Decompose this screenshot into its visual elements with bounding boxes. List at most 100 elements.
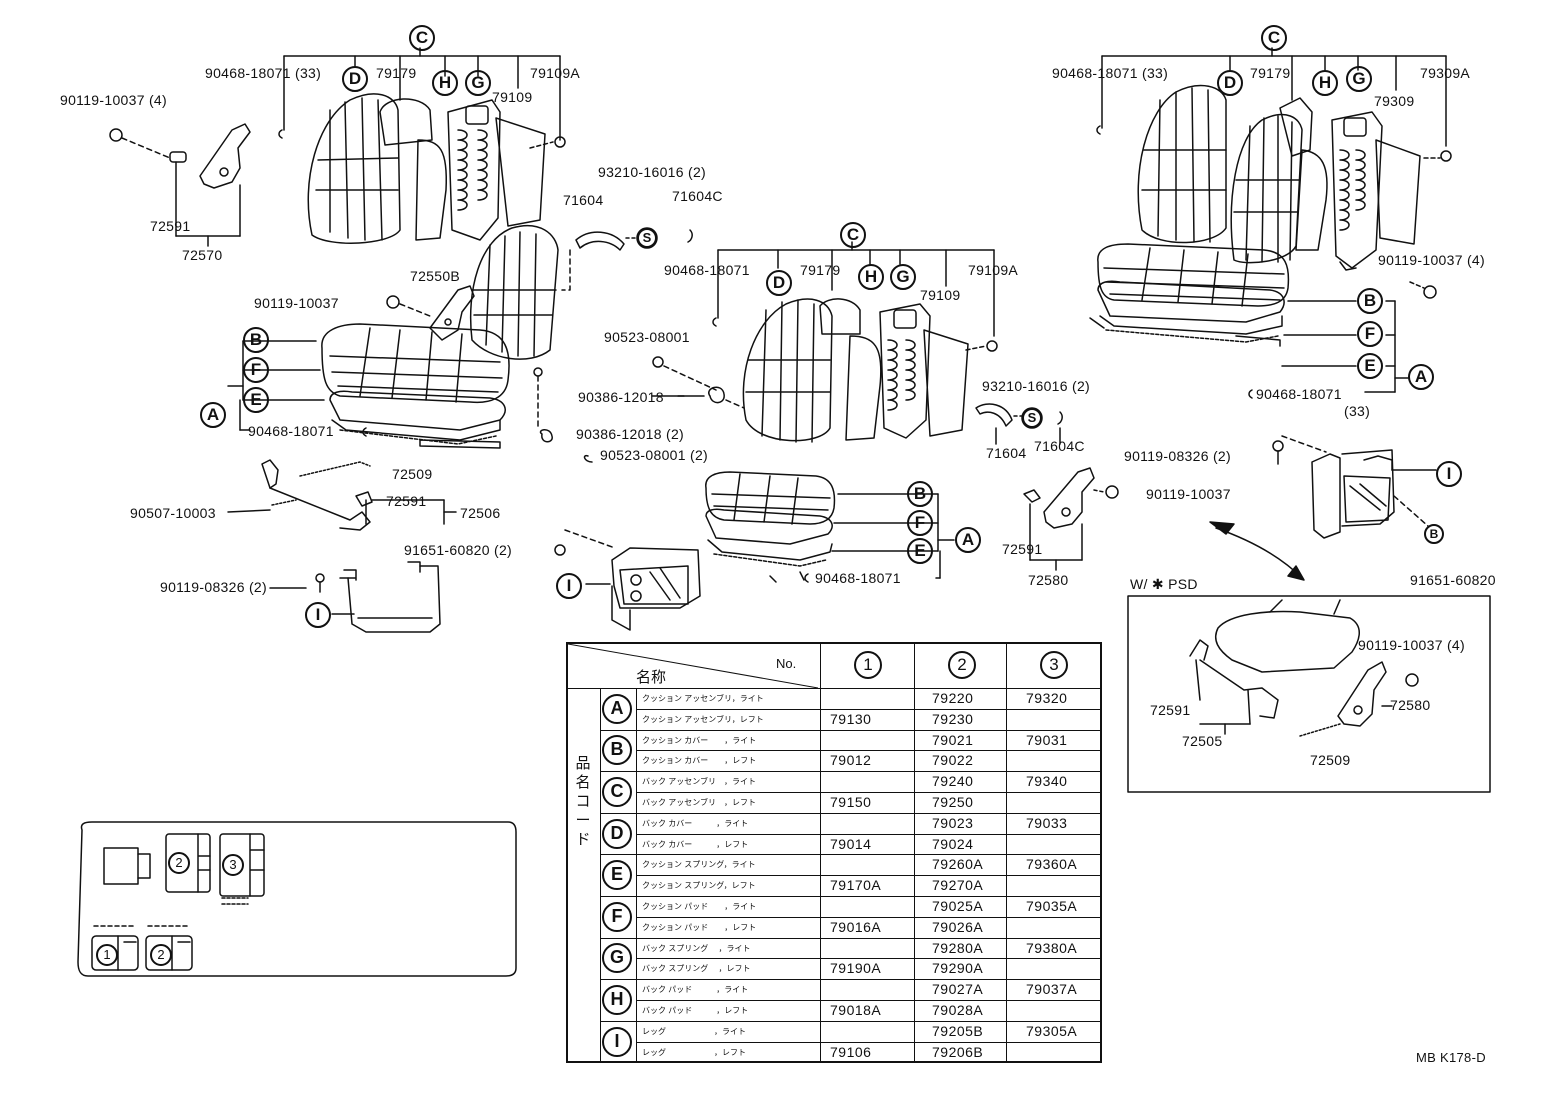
row-code-c2: 79021: [932, 731, 974, 748]
row-code-c2: 79270A: [932, 877, 984, 894]
part-number: 90386-12018: [578, 389, 664, 405]
callout-b: B: [243, 327, 269, 353]
row-part-name: バック カバー ，レフト: [642, 839, 749, 849]
drawing-code: MB K178-D: [1416, 1050, 1486, 1065]
part-number: 72550B: [410, 268, 461, 284]
row-code-c3: 79305A: [1026, 1022, 1078, 1039]
row-part-name: クッション スプリング，レフト: [642, 881, 756, 891]
callout-f: F: [1357, 321, 1383, 347]
legend-number: 3: [222, 854, 244, 876]
part-number: 72591: [386, 493, 427, 509]
row-code-c2: 79260A: [932, 856, 984, 873]
callout-g: G: [890, 264, 916, 290]
callout-c: C: [1261, 25, 1287, 51]
part-number: 71604: [986, 445, 1027, 461]
row-part-name: レッグ ，ライト: [642, 1026, 746, 1036]
left-back-bracket: [283, 47, 561, 141]
legend-number: 2: [150, 944, 172, 966]
callout-d: D: [342, 66, 368, 92]
row-code-c3: 79037A: [1026, 981, 1078, 998]
row-code-c1: 79016A: [830, 918, 882, 935]
group-letter-d: D: [602, 818, 632, 849]
callout-h: H: [1312, 70, 1338, 96]
callout-i: I: [1436, 461, 1462, 487]
row-code-c3: 79320: [1026, 690, 1068, 706]
part-number: 71604C: [672, 188, 723, 204]
header-col-3: 3: [1040, 651, 1068, 679]
part-number: 79109A: [530, 65, 581, 81]
header-col-2: 2: [948, 651, 976, 679]
middle-cushion: [705, 471, 836, 583]
row-code-c1: 79106: [830, 1043, 872, 1060]
row-code-c2: 79250: [932, 794, 974, 810]
part-number: 79179: [1250, 65, 1291, 81]
group-letter-b: B: [602, 735, 632, 766]
part-number: 79309A: [1420, 65, 1471, 81]
part-number: 90468-18071: [248, 423, 334, 439]
middle-back-bracket: [712, 241, 995, 337]
psd-box: [1127, 595, 1491, 793]
right-seat-back: [1137, 84, 1452, 299]
callout-i: I: [305, 602, 331, 628]
row-code-c2: 79205B: [932, 1022, 984, 1039]
group-letter-h: H: [602, 985, 632, 1015]
part-number: 90468-18071 (33): [205, 65, 322, 81]
part-number: 93210-16016 (2): [598, 164, 707, 180]
part-number: 90468-18071: [815, 570, 901, 586]
right-leg: [1272, 435, 1437, 539]
legend-number: 1: [96, 944, 118, 966]
row-code-c1: 79014: [830, 835, 872, 852]
legend-number: 2: [168, 852, 190, 874]
part-number: 90119-08326 (2): [160, 579, 267, 595]
row-code-c2: 79220: [932, 690, 974, 706]
row-code-c3: 79340: [1026, 773, 1068, 790]
row-code-c2: 79027A: [932, 981, 984, 998]
row-code-c3: 79033: [1026, 814, 1068, 831]
row-code-c2: 79290A: [932, 960, 984, 977]
part-number: 79109: [492, 89, 533, 105]
middle-leg-bracket: [554, 529, 701, 631]
callout-b: B: [1424, 524, 1444, 544]
group-letter-g: G: [602, 943, 632, 974]
part-number: 91651-60820: [1410, 572, 1496, 588]
part-number: 90119-10037: [254, 295, 339, 311]
row-code-c2: 79028A: [932, 1002, 984, 1018]
part-number: 91651-60820 (2): [404, 542, 513, 558]
callout-f: F: [907, 510, 933, 536]
row-code-c3: 79035A: [1026, 898, 1078, 914]
part-number: 79309: [1374, 93, 1415, 109]
part-number: (33): [1344, 403, 1371, 419]
row-code-c2: 79240: [932, 773, 974, 790]
left-rail-cable: [261, 459, 457, 531]
part-number: 90119-10037: [1146, 486, 1231, 502]
row-part-name: クッション アッセンブリ，レフト: [642, 714, 764, 724]
right-cushion: [1089, 243, 1290, 347]
part-number: 72509: [392, 466, 433, 482]
part-number: 79109A: [968, 262, 1019, 278]
group-letter-i: I: [602, 1026, 632, 1057]
left-handle-71604: [561, 227, 693, 291]
part-number: 72580: [1028, 572, 1069, 588]
row-part-name: クッション カバー ，ライト: [642, 735, 757, 745]
psd-title: W/ ✱ PSD: [1130, 576, 1198, 592]
group-letter-a: A: [602, 693, 632, 724]
row-code-c2: 79206B: [932, 1043, 984, 1060]
row-code-c1: 79018A: [830, 1002, 882, 1018]
part-number: 90119-10037 (4): [1358, 637, 1465, 653]
callout-b: B: [1357, 288, 1383, 314]
part-number: 90119-08326 (2): [1124, 448, 1231, 464]
callout-e: E: [907, 538, 933, 564]
part-number: 90507-10003: [130, 505, 216, 521]
row-code-c2: 79022: [932, 752, 974, 769]
left-leg: [315, 561, 441, 633]
header-no: No.: [776, 656, 797, 671]
part-number: 72506: [460, 505, 501, 521]
callout-b: B: [907, 481, 933, 507]
part-number: 90119-10037 (4): [1378, 252, 1485, 268]
row-part-name: バック スプリング ，ライト: [642, 943, 751, 953]
row-code-c1: 79130: [830, 710, 872, 727]
group-letter-c: C: [602, 777, 632, 807]
callout-e: E: [243, 387, 269, 413]
